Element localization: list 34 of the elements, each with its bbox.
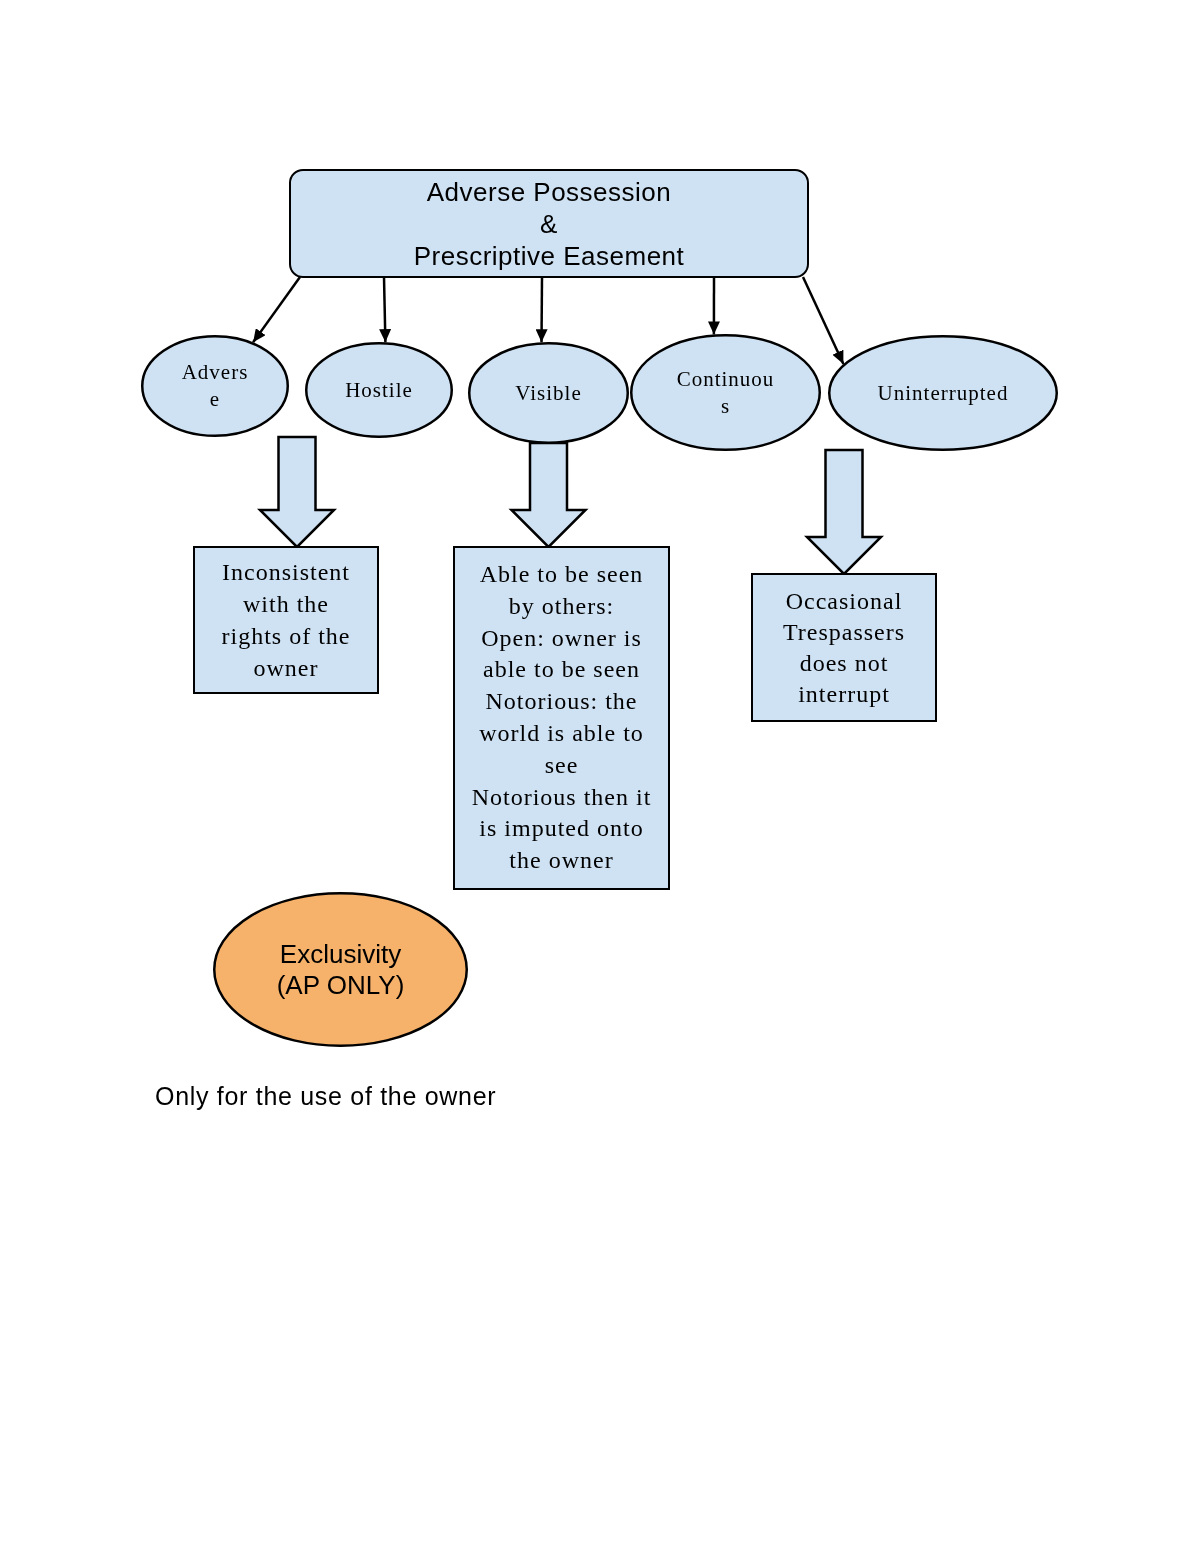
node-label: & (540, 207, 558, 240)
node-label: Able to be seen by others: (478, 560, 645, 621)
heading-box (289, 169, 809, 278)
node-label: Notorious then it is imputed onto the owner (470, 782, 653, 876)
node-label: Prescriptive Easement (413, 239, 685, 272)
node-label: Exclusivity (AP ONLY) (275, 938, 406, 1001)
oval (630, 334, 821, 451)
oval (213, 892, 468, 1047)
arrow (379, 276, 392, 343)
node-label: Open: owner is able to be seen (480, 623, 643, 685)
node-label: Visible (515, 379, 582, 407)
arrow (535, 277, 548, 343)
arrow (252, 276, 301, 344)
block-arrow (257, 435, 337, 549)
text-box (193, 546, 379, 694)
text-box (751, 573, 937, 722)
node-label: Adverse (180, 359, 250, 413)
block-arrow (508, 441, 589, 549)
oval (828, 335, 1058, 451)
block-arrow (804, 448, 884, 576)
oval (305, 342, 453, 438)
caption-text: Only for the use of the owner (155, 1081, 497, 1111)
node-label: Uninterrupted (877, 379, 1009, 407)
node-label: Continuous (675, 365, 776, 420)
node-label: Notorious: the world is able to see (478, 687, 645, 780)
node-label: Inconsistent with the rights of the owner (220, 558, 352, 683)
node-label: Occasional Trespassers does not interrupt (781, 586, 907, 709)
oval (141, 335, 289, 437)
node-label: Hostile (345, 376, 413, 404)
arrow (801, 276, 845, 365)
oval (468, 342, 629, 444)
arrow (707, 277, 720, 335)
text-box (453, 546, 670, 890)
node-label: Adverse Possession (426, 175, 672, 208)
